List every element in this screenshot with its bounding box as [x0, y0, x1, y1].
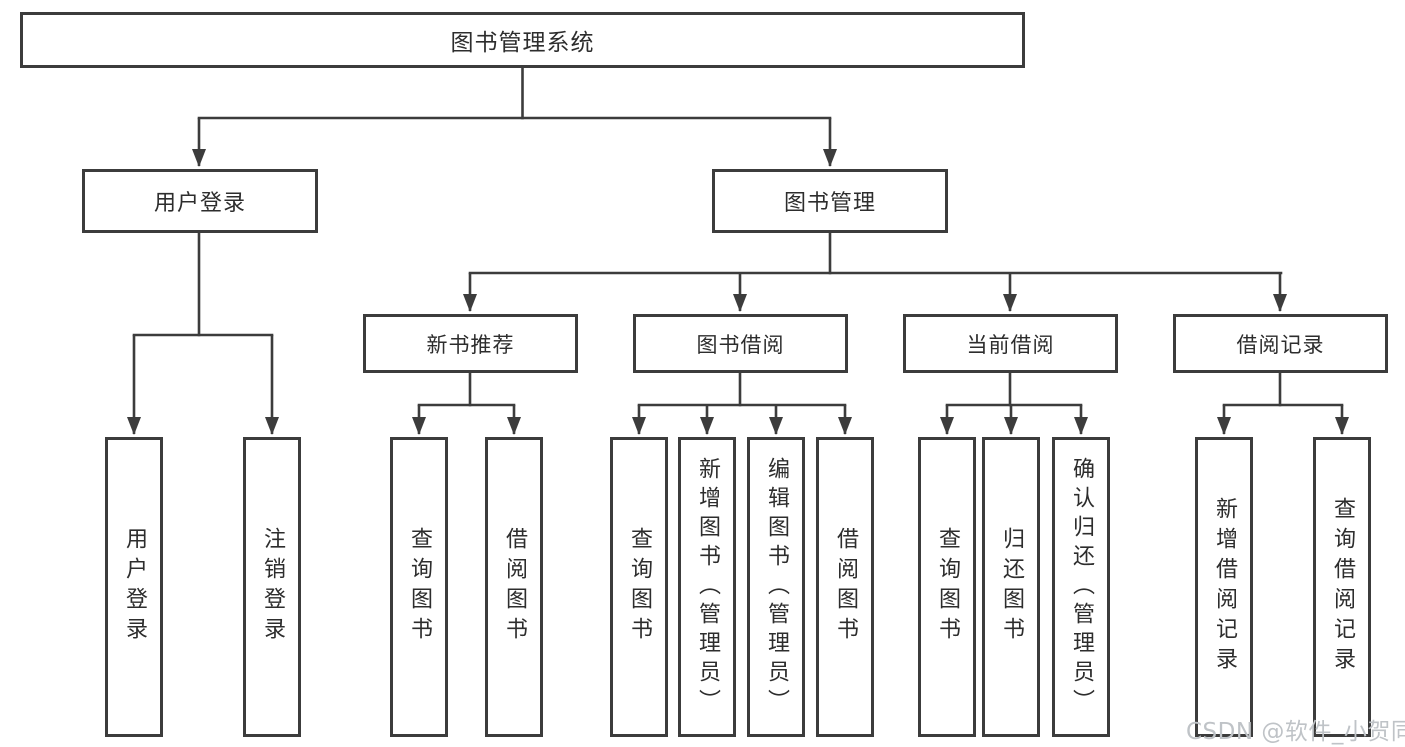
node-current-borrow: 当前借阅 — [903, 314, 1118, 373]
leaf-edit-books-admin: 编辑图书（管理员） — [747, 437, 805, 737]
leaf-return-books: 归还图书 — [982, 437, 1040, 737]
node-label: 借阅记录 — [1236, 332, 1325, 357]
node-label: 图书管理 — [783, 191, 876, 216]
leaf-query-books-borrow: 查询图书 — [610, 437, 668, 737]
leaf-user-login: 用户登录 — [105, 437, 163, 737]
leaf-borrow-books-recommend: 借阅图书 — [485, 437, 543, 737]
node-label: 图书管理系统 — [450, 30, 595, 56]
leaf-borrow-books: 借阅图书 — [816, 437, 874, 737]
node-label: 确认归还（管理员） — [1069, 456, 1094, 718]
csdn-watermark: CSDN @软件_小贺同学 — [1186, 719, 1405, 745]
node-borrow-records: 借阅记录 — [1173, 314, 1388, 373]
node-label: 查询图书 — [627, 527, 652, 647]
node-label: 图书借阅 — [696, 332, 785, 357]
node-label: 用户登录 — [122, 527, 147, 647]
leaf-query-books-current: 查询图书 — [918, 437, 976, 737]
node-book-management-module: 图书管理 — [712, 169, 948, 233]
node-label: 当前借阅 — [966, 332, 1055, 357]
node-label: 新增借阅记录 — [1212, 497, 1237, 677]
node-book-borrow: 图书借阅 — [633, 314, 848, 373]
node-label: 编辑图书（管理员） — [764, 456, 789, 718]
node-label: 新增图书（管理员） — [695, 456, 720, 718]
leaf-confirm-return-admin: 确认归还（管理员） — [1052, 437, 1110, 737]
node-label: 查询借阅记录 — [1330, 497, 1355, 677]
leaf-query-borrow-record: 查询借阅记录 — [1313, 437, 1371, 737]
node-system-root: 图书管理系统 — [20, 12, 1025, 68]
leaf-add-books-admin: 新增图书（管理员） — [678, 437, 736, 737]
node-label: 借阅图书 — [833, 527, 858, 647]
node-label: 新书推荐 — [426, 332, 515, 357]
node-user-login-module: 用户登录 — [82, 169, 318, 233]
leaf-logout: 注销登录 — [243, 437, 301, 737]
node-label: 借阅图书 — [502, 527, 527, 647]
node-label: 查询图书 — [935, 527, 960, 647]
leaf-query-books-recommend: 查询图书 — [390, 437, 448, 737]
node-new-book-recommend: 新书推荐 — [363, 314, 578, 373]
node-label: 归还图书 — [999, 527, 1024, 647]
node-label: 用户登录 — [153, 191, 246, 216]
leaf-add-borrow-record: 新增借阅记录 — [1195, 437, 1253, 737]
node-label: 查询图书 — [407, 527, 432, 647]
node-label: 注销登录 — [260, 527, 285, 647]
